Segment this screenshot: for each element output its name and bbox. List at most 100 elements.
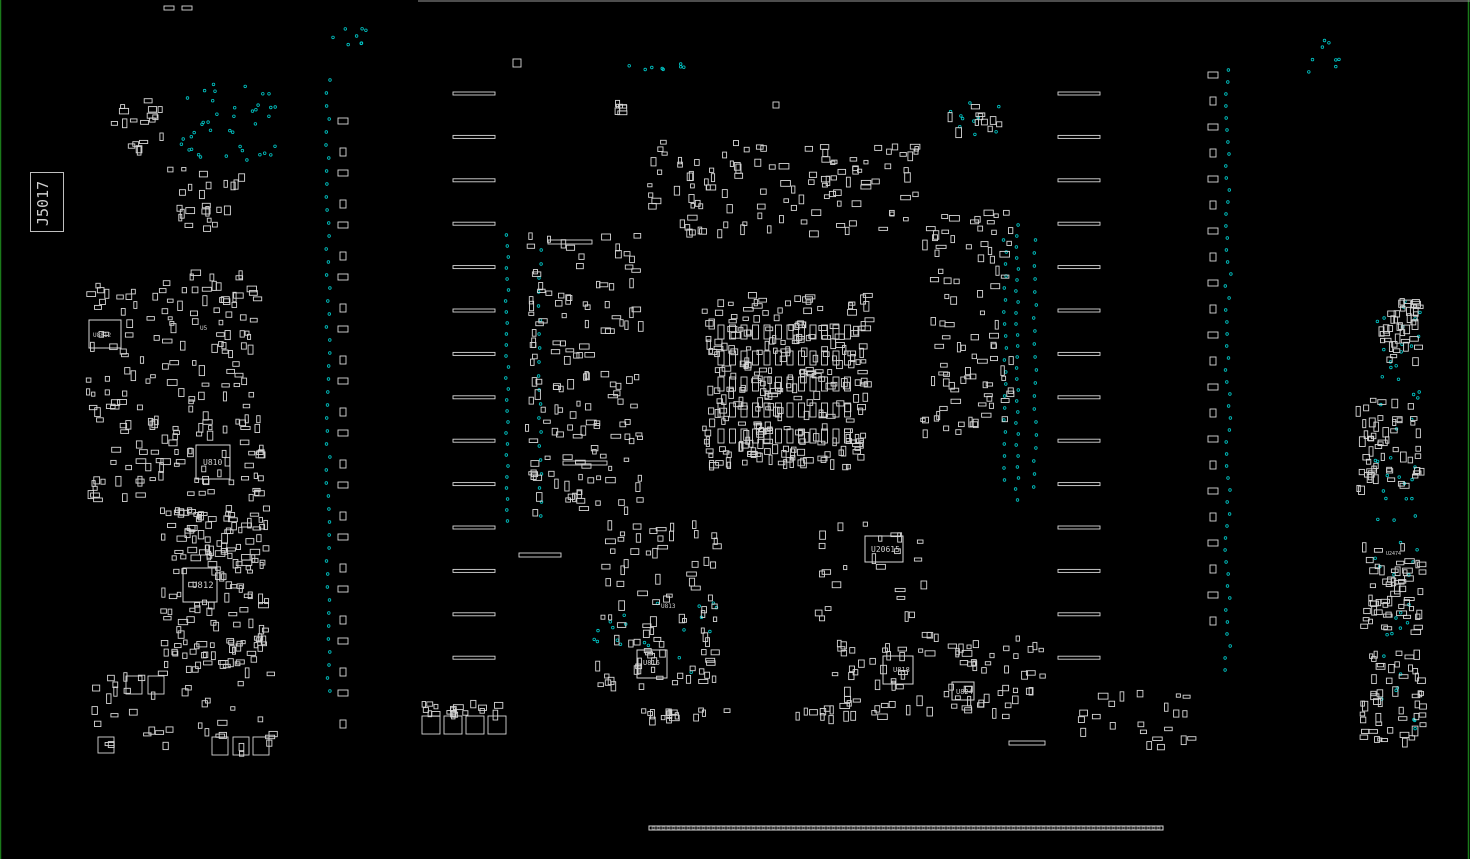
smd-pad	[837, 168, 847, 175]
smd-pad	[713, 345, 724, 350]
smd-pad	[994, 319, 999, 330]
smd-pad	[248, 391, 255, 398]
smd-pad	[1209, 148, 1217, 158]
smd-pad	[1377, 415, 1384, 421]
inductor-body	[232, 736, 250, 756]
ball-pad	[786, 402, 794, 418]
via	[326, 377, 331, 381]
smd-pad	[1365, 458, 1372, 465]
via	[1031, 485, 1036, 489]
smd-pad	[992, 708, 997, 719]
smd-pad	[850, 710, 857, 721]
smd-pad	[230, 181, 236, 191]
smd-pad	[636, 435, 643, 440]
smd-pad	[925, 226, 936, 232]
pad	[181, 5, 193, 11]
smd-pad	[660, 715, 666, 721]
bus-slot-right	[1057, 612, 1101, 617]
smd-pad	[821, 423, 828, 431]
smd-pad	[721, 365, 732, 372]
via	[324, 195, 328, 199]
smd-pad	[1375, 712, 1382, 723]
via	[202, 88, 207, 93]
smd-pad	[143, 98, 153, 104]
smd-pad	[176, 204, 183, 212]
via	[1410, 496, 1414, 501]
smd-pad	[677, 161, 683, 168]
smd-pad	[126, 319, 134, 328]
inductor-body	[147, 675, 165, 695]
smd-pad	[1370, 600, 1378, 607]
ball-pad	[821, 350, 828, 366]
smd-pad	[618, 104, 628, 109]
smd-pad	[181, 287, 187, 294]
smd-pad	[1385, 677, 1393, 685]
ball-pad	[832, 428, 840, 444]
via	[269, 153, 273, 157]
smd-pad	[1080, 727, 1087, 737]
smd-pad	[643, 648, 652, 654]
ball-pad	[729, 376, 736, 392]
smd-pad	[188, 581, 197, 588]
smd-pad	[117, 399, 127, 405]
smd-pad	[222, 391, 227, 402]
smd-pad	[1389, 354, 1398, 359]
smd-pad	[941, 214, 949, 219]
smd-pad	[845, 464, 851, 470]
smd-pad	[339, 563, 347, 573]
via	[324, 468, 328, 472]
smd-pad	[849, 647, 856, 654]
smd-pad	[1403, 614, 1412, 619]
smd-pad	[869, 657, 876, 665]
smd-pad	[950, 387, 960, 393]
smd-pad	[701, 709, 706, 717]
smd-pad	[1362, 419, 1367, 429]
smd-pad	[723, 708, 731, 713]
smd-pad	[528, 438, 539, 443]
smd-pad	[1382, 324, 1390, 334]
via	[1320, 45, 1325, 49]
smd-pad	[1207, 227, 1219, 235]
edge-connector-pin	[871, 826, 876, 830]
smd-pad	[875, 563, 886, 570]
smd-pad	[578, 506, 590, 511]
smd-pad	[828, 715, 834, 725]
smd-pad	[158, 470, 164, 481]
smd-pad	[229, 645, 235, 654]
edge-connector-pin	[771, 826, 776, 830]
smd-pad	[1025, 687, 1033, 695]
bus-slot-right	[1057, 655, 1101, 660]
edge-connector-pin	[916, 826, 921, 830]
smd-pad	[1415, 445, 1421, 452]
smd-pad	[187, 546, 198, 554]
ball-pad	[729, 324, 736, 340]
smd-pad	[777, 407, 784, 414]
via	[1032, 459, 1036, 463]
via	[187, 148, 191, 152]
smd-pad	[858, 343, 868, 350]
ball-pad	[798, 376, 805, 392]
smd-pad	[742, 316, 749, 321]
via	[1014, 311, 1018, 315]
smd-pad	[1209, 356, 1217, 366]
via	[972, 119, 976, 123]
via	[677, 656, 681, 660]
ball-pad	[844, 428, 851, 444]
via	[1002, 286, 1006, 290]
via	[537, 332, 541, 336]
via	[679, 65, 683, 69]
smd-pad	[1412, 357, 1419, 367]
smd-pad	[773, 314, 780, 322]
smd-pad	[960, 344, 966, 351]
smd-pad	[135, 145, 143, 154]
smd-pad	[754, 158, 762, 167]
smd-pad	[1415, 613, 1421, 620]
via	[232, 114, 236, 118]
smd-pad	[714, 367, 721, 373]
smd-pad	[1369, 583, 1376, 589]
ic-u818-body	[882, 655, 914, 685]
via	[1223, 308, 1228, 312]
smd-pad	[205, 521, 212, 529]
smd-pad	[531, 271, 542, 277]
